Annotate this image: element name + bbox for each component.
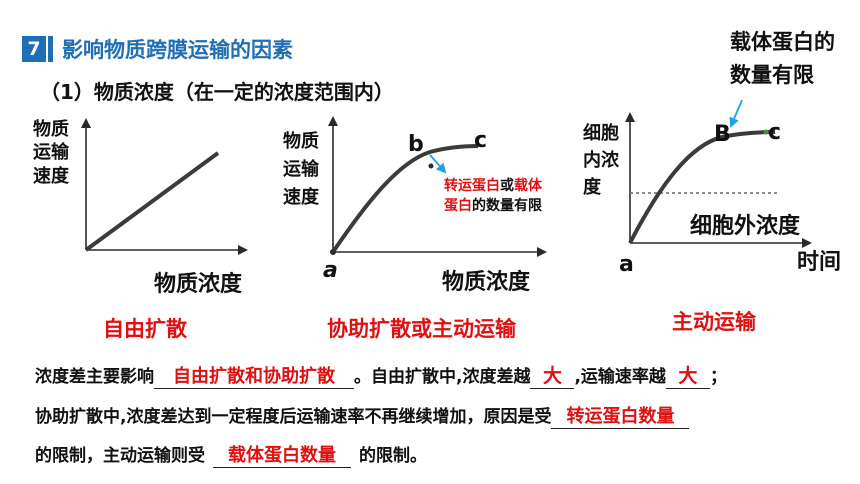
graph2-annotation: 转运蛋白或载体 蛋白的数量有限 [444, 178, 542, 215]
subtitle: （1）物质浓度（在一定的浓度范围内） [40, 80, 394, 104]
graph3-caption: 主动运输 [672, 310, 756, 334]
section-badge-bar [48, 36, 53, 62]
graph1-linear-curve [84, 151, 220, 252]
graph3-xlabel: 时间 [797, 250, 842, 275]
graph1-xlabel: 物质浓度 [154, 272, 243, 297]
answer-blank-1: 自由扩散和协助扩散 [154, 362, 354, 389]
answer-blank-5: 载体蛋白数量 [213, 441, 351, 468]
answer-blank-3: 大 [665, 361, 710, 389]
graph1-caption: 自由扩散 [103, 317, 187, 341]
section-number-badge: 7 [22, 36, 46, 62]
graph2-caption: 协助扩散或主动运输 [327, 317, 516, 341]
text-line-1: 浓度差主要影响自由扩散和协助扩散。自由扩散中,浓度差越大,运输速率越大； [35, 361, 727, 389]
graph3-point-b-label: B [714, 122, 731, 147]
graph2-saturation-curve [331, 144, 479, 254]
graph2-point-b [428, 163, 434, 169]
graph2-point-b-label: b [408, 132, 424, 157]
graph2-arrow [429, 154, 447, 174]
graph3-annotation: 载体蛋白的数量有限 [730, 30, 835, 87]
graph1-ylabel: 物质运输速度 [33, 119, 69, 187]
graph2-ylabel: 物质运输速度 [283, 131, 319, 208]
graph3-saturation-curve [628, 130, 776, 244]
graph3-point-c-label: c [768, 120, 782, 145]
graph1-axes [81, 118, 248, 255]
graph3-axes [625, 112, 812, 248]
graph3-outside-concentration-label: 细胞外浓度 [690, 214, 801, 239]
answer-blank-2: 大 [530, 361, 575, 389]
section-title: 影响物质跨膜运输的因素 [62, 38, 293, 62]
graph2-point-c-label: c [474, 128, 488, 153]
graph3-point-c [763, 129, 769, 135]
answer-blank-4: 转运蛋白数量 [551, 402, 690, 429]
graph3-arrow [729, 99, 743, 128]
graph2-point-a [330, 249, 336, 255]
text-line-3: 的限制，主动运输则受载体蛋白数量的限制。 [35, 441, 427, 468]
text-line-2: 协助扩散中,浓度差达到一定程度后运输速率不再继续增加，原因是受转运蛋白数量 [35, 402, 690, 429]
graph2-axes [328, 116, 547, 257]
graph2-point-a-label: a [323, 258, 338, 283]
graph3-point-a-label: a [619, 252, 634, 277]
graph3-ylabel: 细胞内浓度 [583, 123, 619, 198]
graph2-xlabel: 物质浓度 [442, 270, 531, 295]
